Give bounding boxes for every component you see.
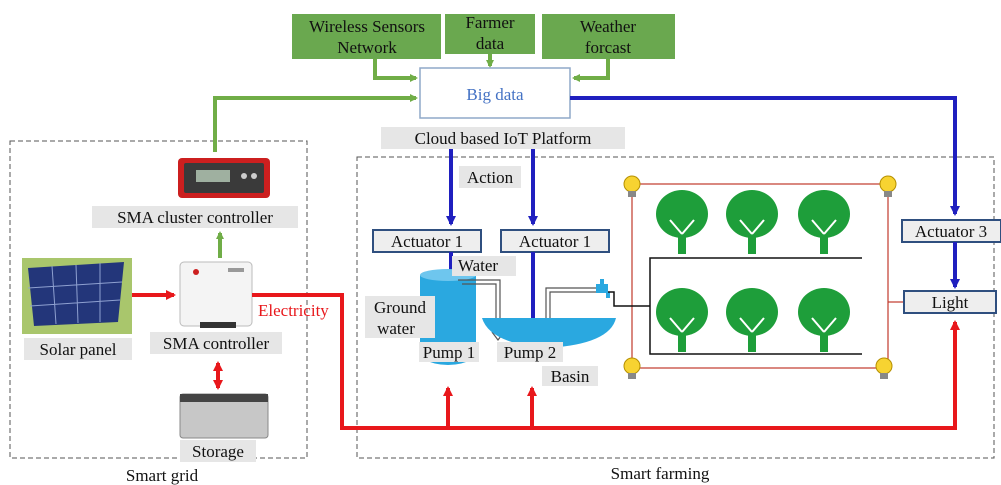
wireless-sensors-label-line2: Network	[337, 38, 397, 57]
ground-water-bg	[365, 296, 435, 338]
basin-label: Basin	[551, 367, 590, 386]
cloud-platform-label: Cloud based IoT Platform	[415, 129, 592, 148]
farmer-data-label-line2: data	[476, 34, 505, 53]
weather-forecast-box	[542, 14, 675, 59]
tree-icon	[726, 190, 778, 254]
water-bg	[452, 256, 516, 276]
smart-grid-label: Smart grid	[126, 466, 199, 485]
wireless-sensors-label-line1: Wireless Sensors	[309, 17, 425, 36]
weather-forecast-label-line1: Weather	[580, 17, 637, 36]
tree-icon	[798, 190, 850, 254]
faucet-icon	[596, 279, 610, 298]
electricity-main-line	[252, 293, 960, 430]
light-label: Light	[932, 293, 969, 312]
farmer-data-box	[445, 14, 535, 54]
wsn-to-bigdata-arrow	[373, 59, 418, 82]
solar-panel-bg	[24, 338, 132, 360]
tree-icon	[726, 288, 778, 352]
pump1-label: Pump 1	[423, 343, 475, 362]
basin-bg	[542, 366, 598, 386]
sma-cluster-label: SMA cluster controller	[117, 208, 273, 227]
storage-label: Storage	[192, 442, 244, 461]
sma-cluster-controller-device	[178, 158, 270, 198]
wireless-sensors-box	[292, 14, 441, 59]
pump2-label: Pump 2	[504, 343, 556, 362]
water-pipe-inner	[462, 283, 497, 332]
smart-grid-boundary	[9, 140, 308, 459]
actuator1a-box	[372, 229, 482, 253]
tree-icon	[798, 288, 850, 352]
big-data-box	[419, 67, 571, 119]
cloud-platform-bg	[381, 127, 625, 149]
weather-to-bigdata-arrow	[572, 59, 610, 82]
sma-controller-bg	[150, 332, 282, 354]
storage-battery-device	[179, 393, 269, 439]
actuator3-box	[901, 219, 1001, 243]
lightbulb-icon	[875, 357, 893, 379]
lightbulb-icon	[623, 357, 641, 379]
actuator3-label: Actuator 3	[915, 222, 987, 241]
basin	[482, 318, 616, 348]
actuator1b-box	[500, 229, 610, 253]
ground-water-label-line2: water	[377, 319, 415, 338]
action-bg	[459, 166, 521, 188]
sma-controller-label: SMA controller	[163, 334, 270, 353]
tree-icon	[656, 288, 708, 352]
tree-icon	[656, 190, 708, 254]
ground-water-label-line1: Ground	[374, 298, 426, 317]
pump1-bg	[419, 342, 479, 362]
actuator1a-label: Actuator 1	[391, 232, 463, 251]
farmer-data-label-line1: Farmer	[465, 13, 514, 32]
electricity-label: Electricity	[258, 301, 329, 320]
big-data-label: Big data	[466, 85, 524, 104]
irrigation-pipe	[608, 291, 628, 307]
sma-controller-device	[179, 261, 253, 328]
light-box	[903, 290, 997, 314]
farm-field	[631, 183, 889, 369]
bigdata-to-actuator3-arrow	[570, 96, 960, 216]
action-label: Action	[467, 168, 514, 187]
cluster-to-bigdata-arrow	[213, 94, 418, 152]
water-pipe	[458, 279, 501, 332]
sma-cluster-bg	[92, 206, 298, 228]
basin-outlet-pipe	[545, 287, 598, 318]
water-label: Water	[458, 256, 498, 275]
smart-farming-label: Smart farming	[611, 464, 710, 483]
actuator1b-label: Actuator 1	[519, 232, 591, 251]
weather-forecast-label-line2: forcast	[585, 38, 632, 57]
solar-panel-label: Solar panel	[40, 340, 117, 359]
basin-outlet-pipe-inner	[549, 291, 598, 318]
lightbulb-icon	[623, 175, 641, 197]
pump2-bg	[497, 342, 563, 362]
lightbulb-icon	[879, 175, 897, 197]
solar-panel-image	[22, 258, 132, 334]
storage-bg	[180, 440, 256, 462]
